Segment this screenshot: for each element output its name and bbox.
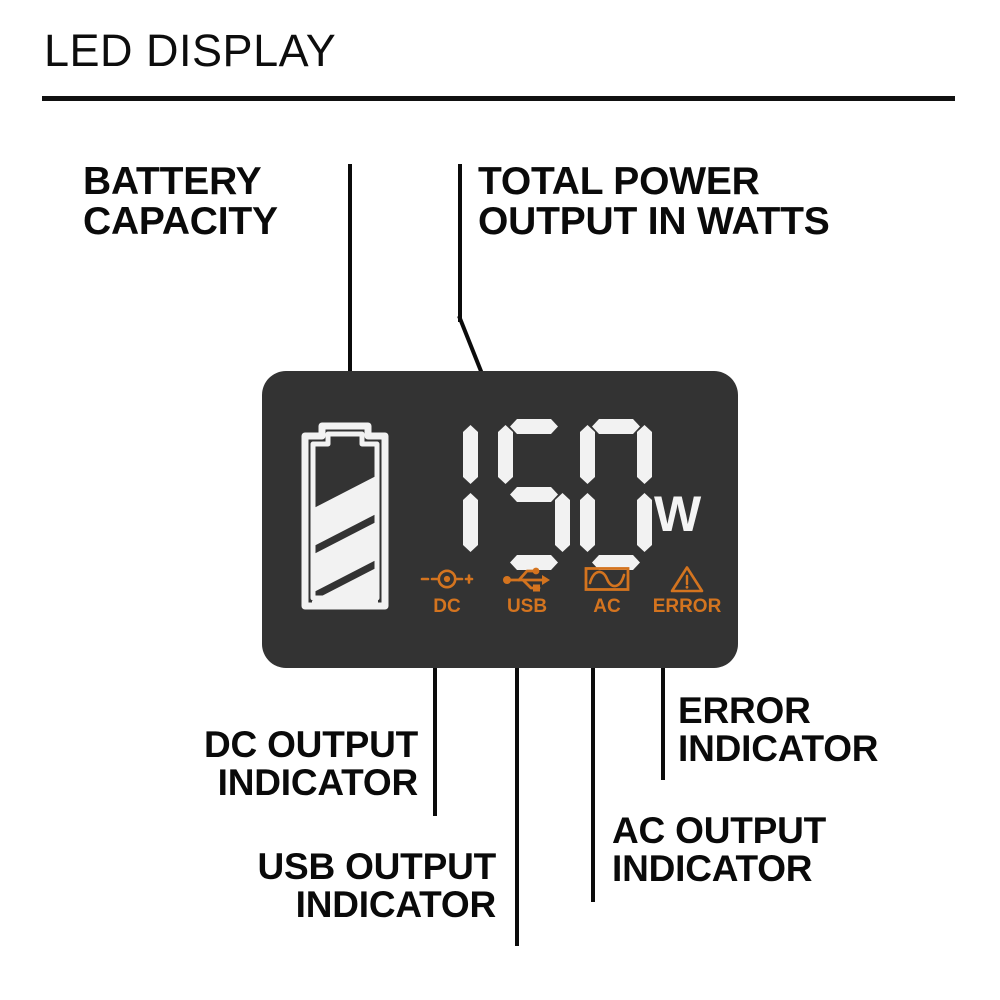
callout-battery-capacity: BATTERY CAPACITY [83, 160, 278, 243]
leader-line-ac-output [591, 620, 595, 902]
leader-line-total-power-vertical [458, 164, 462, 322]
leader-line-dc-output [433, 620, 437, 816]
indicator-error: ERROR [652, 563, 722, 616]
indicator-label-ac: AC [593, 596, 621, 617]
callout-usb-output: USB OUTPUT INDICATOR [257, 846, 496, 925]
ac-output-icon [584, 567, 630, 591]
indicator-dc: DC [412, 563, 482, 616]
leader-line-battery-capacity [348, 164, 352, 472]
usb-output-icon [503, 567, 550, 592]
led-display-panel: W [262, 371, 738, 668]
leader-line-error-indicator [661, 620, 665, 780]
leader-line-usb-output [515, 620, 519, 946]
battery-capacity-icon [301, 422, 389, 610]
indicator-label-dc: DC [433, 596, 461, 617]
indicator-label-error: ERROR [652, 596, 722, 617]
seven-segment-digit [580, 419, 652, 571]
dc-output-icon [420, 569, 474, 589]
callout-total-power: TOTAL POWER OUTPUT IN WATTS [478, 160, 830, 243]
indicator-row: DC USB [412, 563, 722, 616]
callout-error-indicator: ERROR INDICATOR [678, 690, 879, 769]
seven-segment-digit [450, 419, 488, 571]
indicator-label-usb: USB [506, 596, 548, 617]
error-warning-icon [670, 566, 704, 593]
indicator-usb: USB [492, 563, 562, 616]
page-title: LED DISPLAY [44, 25, 337, 76]
seven-segment-digit [498, 419, 570, 571]
power-readout [450, 403, 662, 571]
power-unit-label: W [654, 486, 701, 542]
callout-ac-output: AC OUTPUT INDICATOR [612, 810, 827, 889]
title-divider [42, 96, 955, 101]
callout-dc-output: DC OUTPUT INDICATOR [203, 724, 418, 803]
indicator-ac: AC [572, 563, 642, 616]
